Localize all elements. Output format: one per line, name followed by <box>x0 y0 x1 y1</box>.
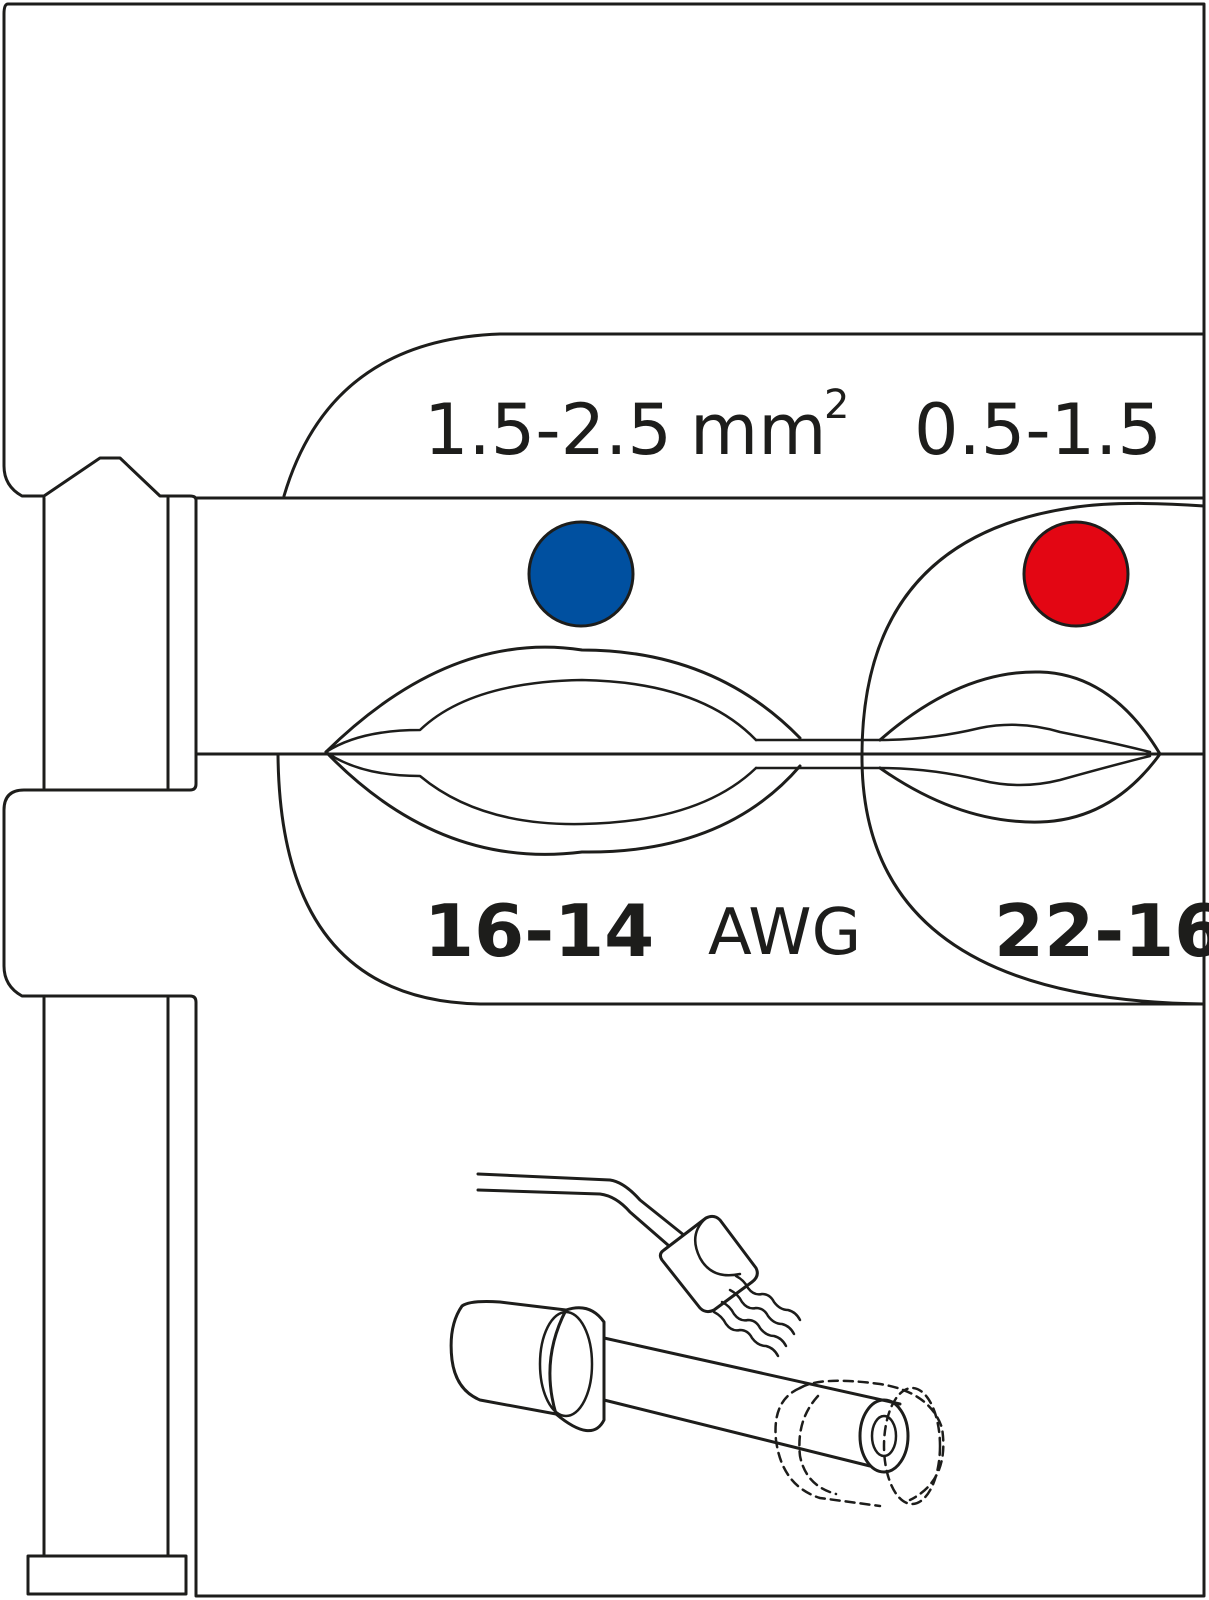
blue-marker-icon <box>527 520 635 628</box>
crimp-cavity-large-icon <box>324 645 882 856</box>
top-unit-superscript: 2 <box>824 382 849 428</box>
top-right-range-label: 0.5-1.5 <box>914 389 1162 471</box>
bottom-left-range-label: 16-14 <box>424 889 654 973</box>
bottom-unit-label: AWG <box>708 896 861 970</box>
stranded-wire-icon <box>476 1172 802 1358</box>
red-marker-icon <box>1022 520 1130 628</box>
lower-jaw-outline-icon <box>276 501 1206 1006</box>
crimp-cavity-small-icon <box>878 670 1162 824</box>
top-left-range-label: 1.5-2.5 <box>424 389 672 471</box>
top-unit-label: mm <box>690 389 826 471</box>
wire-end-ferrule-icon <box>449 1300 945 1508</box>
bottom-right-range-label: 22-16 <box>994 889 1209 973</box>
upper-jaw-outline-icon <box>194 332 1206 756</box>
